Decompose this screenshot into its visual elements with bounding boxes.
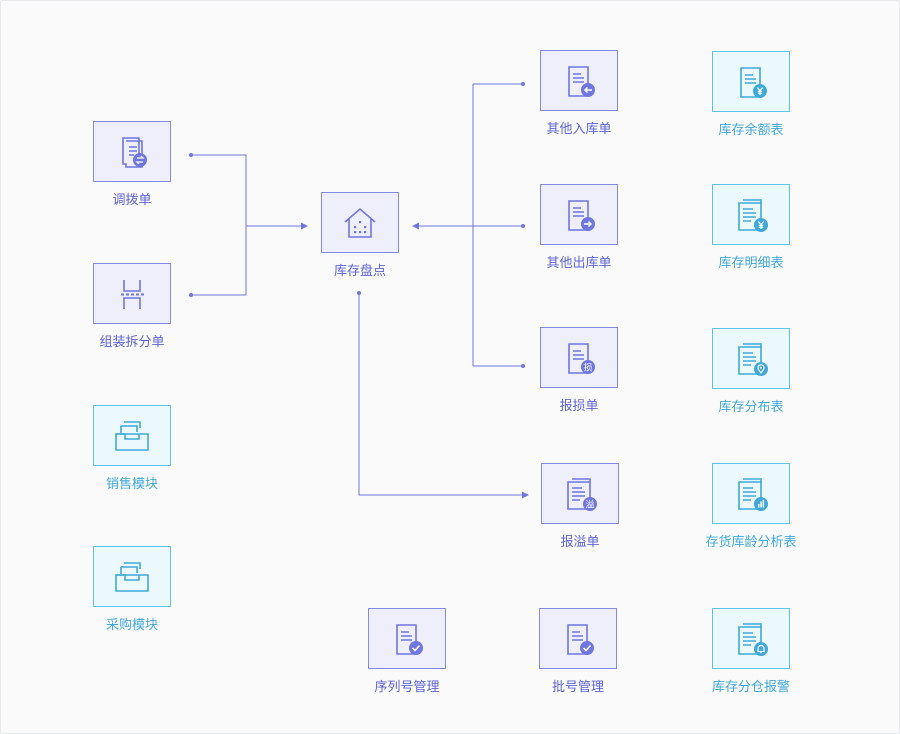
node-transfer[interactable]: 调拨单: [62, 121, 202, 231]
node-serial-label: 序列号管理: [374, 680, 440, 695]
arrow-into-stocktake-left: [301, 222, 308, 230]
node-detail-report-label: 库存明细表: [718, 256, 784, 271]
node-overflow-box[interactable]: 溢: [541, 463, 619, 524]
node-purchase[interactable]: 采购模块: [62, 546, 202, 656]
document-chart-icon: [738, 477, 768, 511]
document-yen-icon: [740, 66, 767, 98]
node-stocktake[interactable]: 库存盘点: [290, 192, 430, 302]
node-sales-label: 销售模块: [105, 477, 158, 492]
node-detail-report[interactable]: 库存明细表: [681, 184, 821, 294]
node-damage-box[interactable]: 损: [540, 327, 618, 388]
node-detail-report-box[interactable]: [712, 184, 790, 245]
node-overflow-label: 报溢单: [560, 535, 600, 550]
node-distribution-report-label: 库存分布表: [718, 400, 784, 415]
inbox-tray-icon: [115, 561, 149, 592]
node-batch[interactable]: 批号管理: [508, 608, 648, 718]
document-arrow-left-icon: [568, 65, 595, 97]
document-check-icon: [396, 623, 423, 655]
node-distribution-report-box[interactable]: [712, 328, 790, 389]
dot-other-in: [521, 82, 525, 86]
node-stocktake-box[interactable]: [321, 192, 399, 253]
node-aging-report[interactable]: 存货库龄分析表: [681, 463, 821, 573]
node-other-in-label: 其他入库单: [546, 122, 612, 137]
node-purchase-label: 采购模块: [105, 618, 158, 633]
document-check-icon: [567, 623, 594, 655]
arrow-into-stocktake-right: [412, 222, 419, 230]
node-other-in[interactable]: 其他入库单: [509, 50, 649, 160]
connector-transfer: [191, 154, 247, 296]
document-location-icon: [738, 342, 768, 376]
node-alert-report-label: 库存分仓报警: [711, 680, 790, 695]
node-damage-label: 报损单: [559, 399, 599, 414]
node-other-out-label: 其他出库单: [546, 256, 612, 271]
node-stocktake-label: 库存盘点: [333, 264, 386, 279]
node-other-in-box[interactable]: [540, 50, 618, 111]
node-balance-report-box[interactable]: [712, 51, 790, 112]
node-transfer-label: 调拨单: [112, 193, 152, 208]
node-assembly-box[interactable]: [93, 263, 171, 324]
node-balance-report[interactable]: 库存余额表: [681, 51, 821, 161]
node-alert-report-box[interactable]: [712, 608, 790, 669]
node-sales[interactable]: 销售模块: [62, 405, 202, 515]
node-assembly[interactable]: 组装拆分单: [62, 263, 202, 373]
document-bell-icon: [738, 622, 768, 656]
node-damage[interactable]: 损 报损单: [509, 327, 649, 437]
arrow-into-overflow: [522, 491, 529, 499]
node-overflow[interactable]: 溢 报溢单: [510, 463, 650, 573]
document-badge-icon: 溢: [567, 477, 597, 511]
document-badge-icon: 损: [568, 342, 595, 374]
node-aging-report-label: 存货库龄分析表: [705, 535, 797, 550]
inbox-tray-icon: [115, 420, 149, 451]
node-distribution-report[interactable]: 库存分布表: [681, 328, 821, 438]
warehouse-icon: [344, 207, 376, 238]
node-other-out[interactable]: 其他出库单: [509, 184, 649, 294]
node-sales-box[interactable]: [93, 405, 171, 466]
dot-assembly: [189, 293, 193, 297]
dot-damage: [521, 364, 525, 368]
dot-other-out: [521, 224, 525, 228]
connector-overflow: [358, 294, 524, 496]
node-aging-report-box[interactable]: [712, 463, 790, 524]
node-other-out-box[interactable]: [540, 184, 618, 245]
node-serial[interactable]: 序列号管理: [337, 608, 477, 718]
node-serial-box[interactable]: [368, 608, 446, 669]
node-batch-label: 批号管理: [551, 680, 604, 695]
document-yen-icon: [738, 198, 768, 232]
node-purchase-box[interactable]: [93, 546, 171, 607]
document-transfer-icon: [122, 136, 147, 168]
dot-transfer: [189, 153, 193, 157]
dot-stocktake-bottom: [357, 291, 361, 295]
node-assembly-label: 组装拆分单: [99, 335, 165, 350]
document-arrow-right-icon: [568, 199, 595, 231]
overflow-badge-text: 溢: [585, 498, 594, 510]
node-transfer-box[interactable]: [93, 121, 171, 182]
node-balance-report-label: 库存余额表: [718, 123, 784, 138]
assembly-split-icon: [121, 279, 144, 309]
node-batch-box[interactable]: [539, 608, 617, 669]
damage-badge-text: 损: [583, 361, 592, 373]
node-alert-report[interactable]: 库存分仓报警: [681, 608, 821, 718]
